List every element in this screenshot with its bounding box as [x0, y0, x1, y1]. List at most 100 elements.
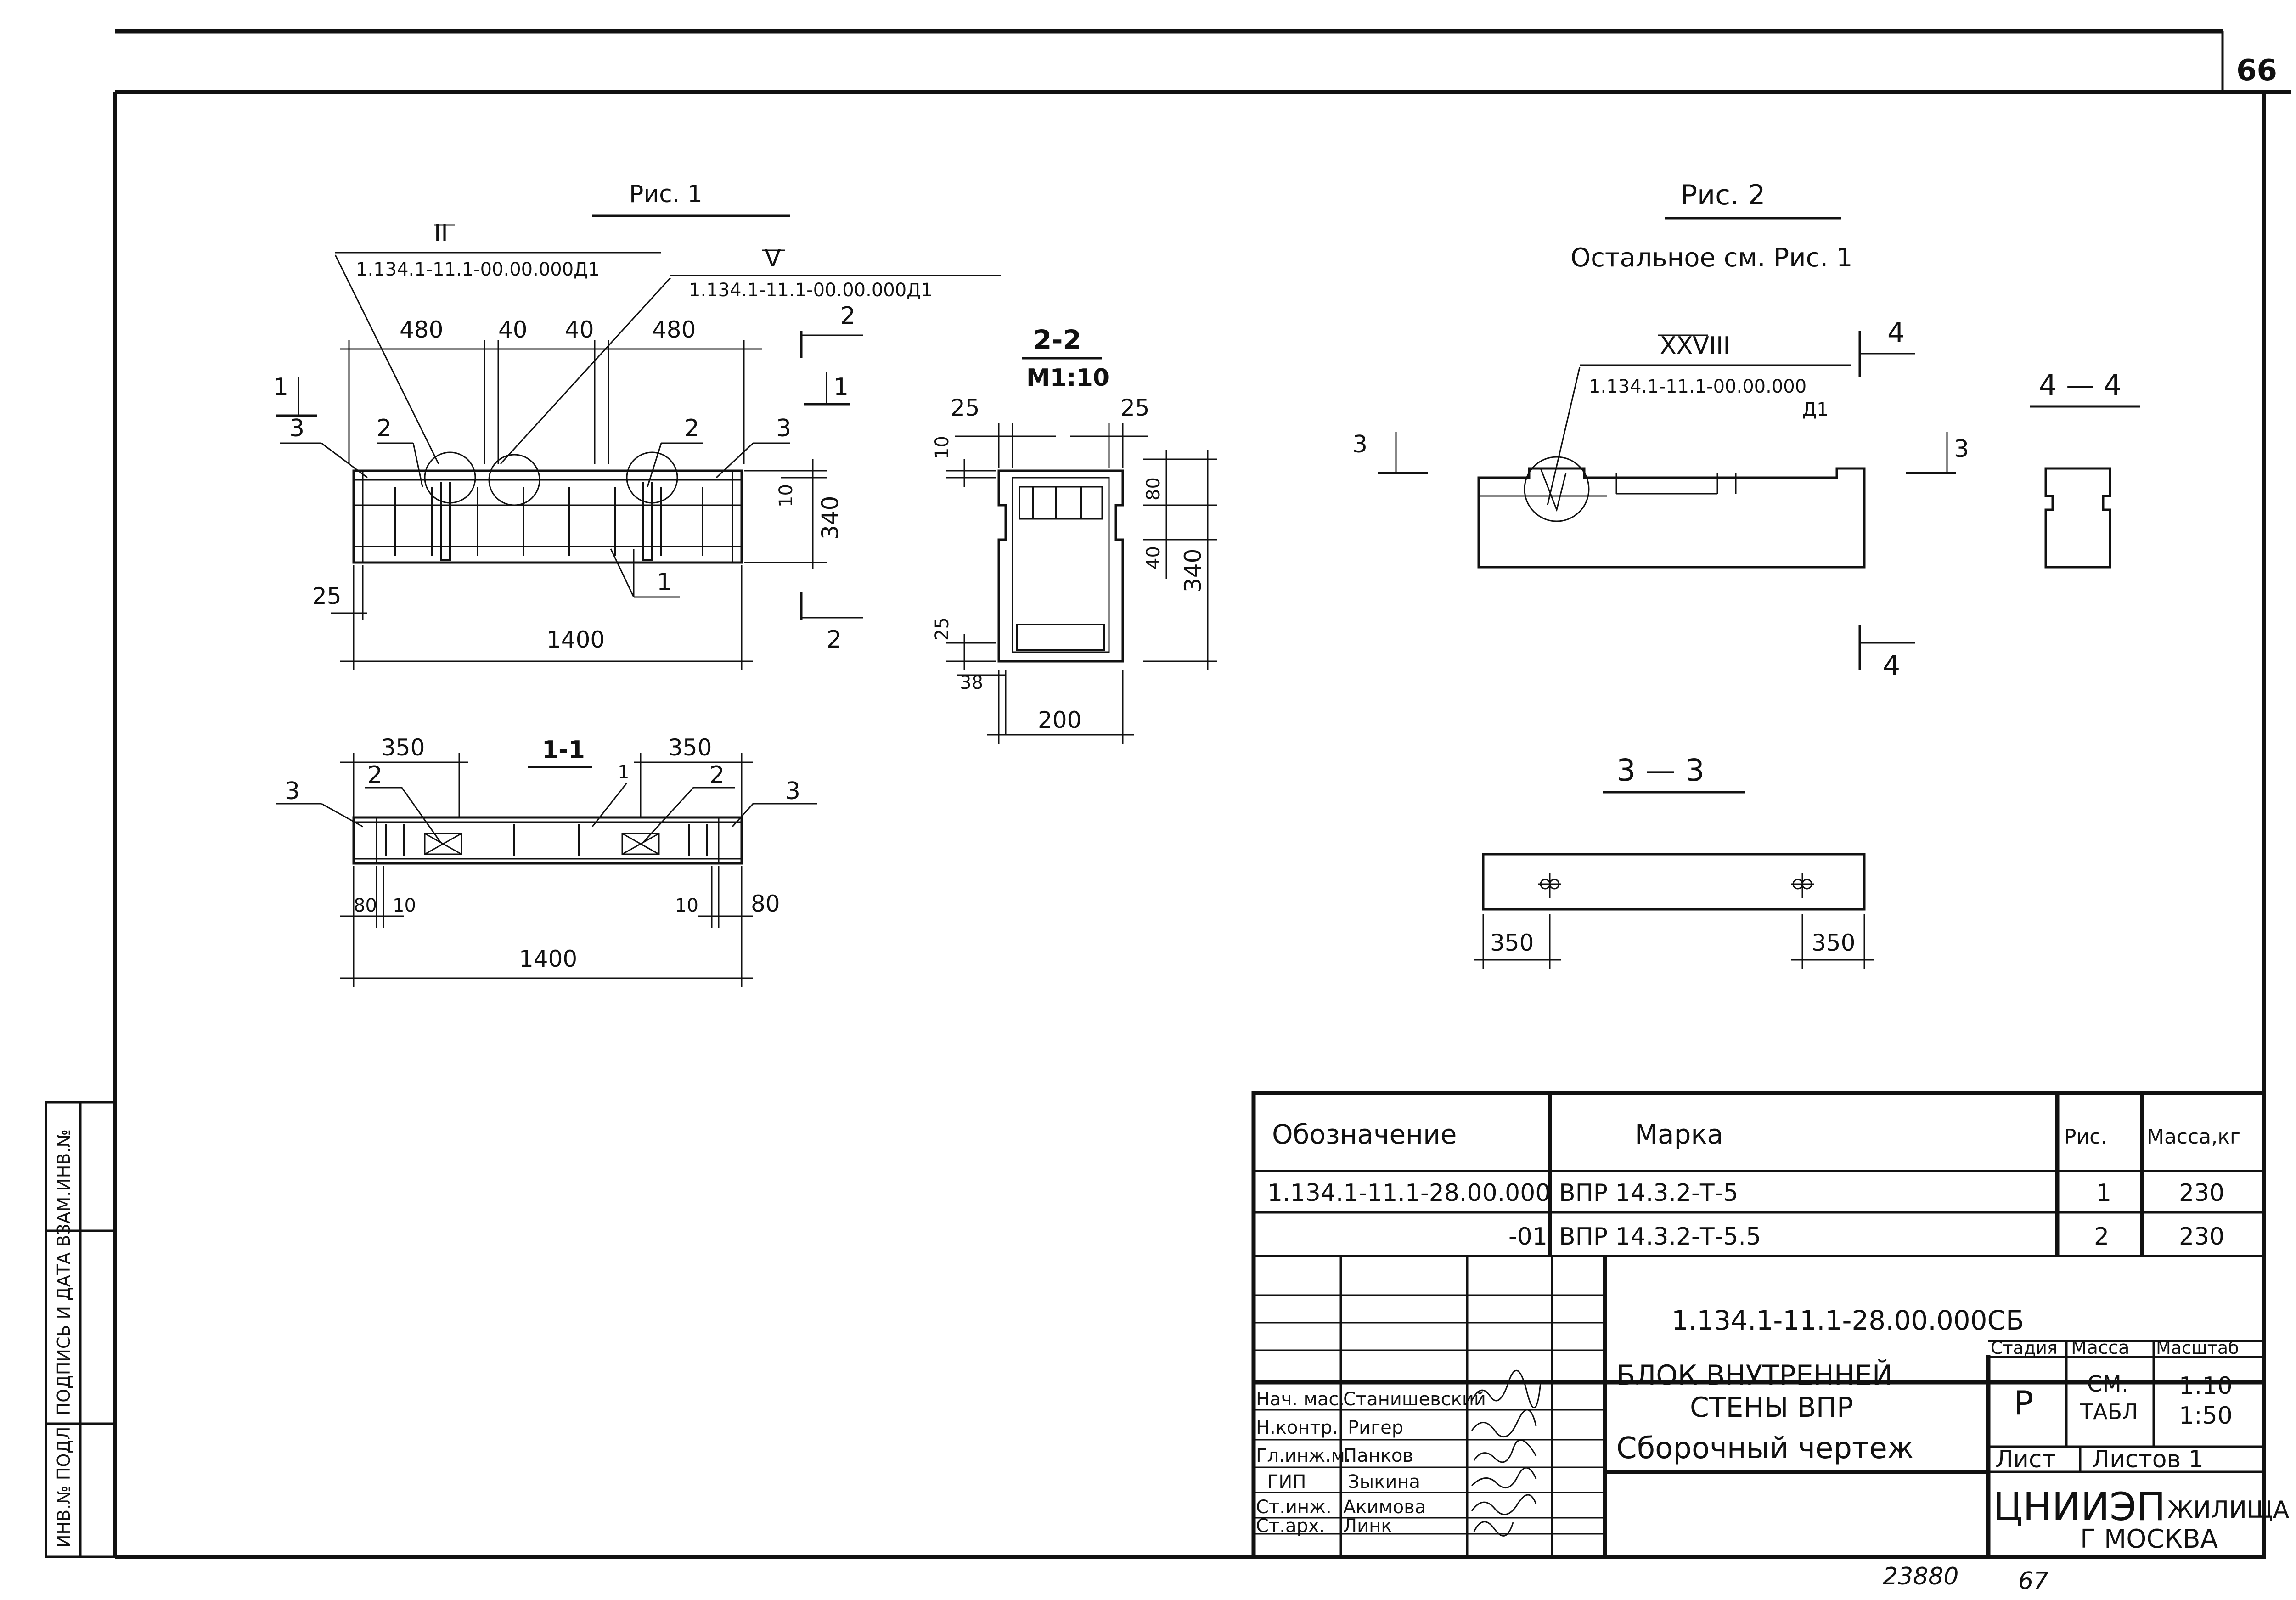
fig2-cut-marks	[1378, 331, 1956, 670]
fig1-title: Рис. 1	[629, 180, 703, 208]
section-11-pos-1: 1	[618, 762, 629, 783]
archive-number: 23880	[1883, 1563, 1958, 1590]
fig2-cut-4-bottom: 4	[1883, 650, 1900, 682]
fig2-cut-4-top: 4	[1887, 317, 1905, 349]
title-scale-value-2: 1:50	[2179, 1402, 2233, 1430]
title-block-grid	[1254, 1256, 2264, 1557]
section-11-dim-350-left: 350	[381, 734, 425, 761]
title-org-2: ЖИЛИЩА	[2167, 1496, 2290, 1524]
fig2-title: Рис. 2	[1681, 179, 1765, 211]
section-33-plan	[1474, 853, 1874, 969]
sheet-number: 66	[2236, 54, 2277, 88]
fig1-pos-3-left: 3	[289, 415, 304, 442]
section-11-dims	[340, 753, 753, 987]
signatures	[1471, 1369, 1542, 1537]
fig1-cut-marks	[276, 331, 863, 620]
section-11-title: 1-1	[542, 736, 585, 764]
title-sheets-label: Листов 1	[2092, 1446, 2204, 1473]
section-33-dim-350-left: 350	[1490, 930, 1534, 956]
title-sheet-label: Лист	[1995, 1446, 2056, 1473]
section-11-dim-80-left: 80	[354, 895, 377, 916]
staff-role-5: Ст.инж.	[1256, 1497, 1332, 1518]
section-11-dim-80-right: 80	[751, 890, 780, 917]
title-mass-label: Масса	[2071, 1337, 2130, 1358]
fig1-callout-right-roman: V	[765, 245, 781, 272]
section-11-pos-2-right: 2	[709, 761, 725, 789]
sheet-frame	[113, 29, 2291, 1559]
staff-name-4: Зыкина	[1348, 1471, 1420, 1493]
section-33-title: 3 — 3	[1616, 753, 1705, 788]
section-22-dim-340: 340	[1180, 549, 1206, 592]
title-name-line1: БЛОК ВНУТРЕННЕЙ	[1616, 1358, 1893, 1392]
staff-role-3: Гл.инж.м.	[1256, 1445, 1351, 1466]
section-22-title: 2-2	[1033, 324, 1081, 355]
fig2-block-elevation	[1477, 456, 1866, 569]
section-11-pos-2-left: 2	[367, 761, 383, 789]
fig1-dim-40-right: 40	[565, 316, 594, 343]
fig1-cut-1-left: 1	[273, 373, 288, 401]
section-11-pos-3-left: 3	[285, 777, 300, 805]
fig1-cut-1-right: 1	[833, 373, 849, 401]
spec-header-mark: Марка	[1635, 1119, 1723, 1150]
section-22-dim-200: 200	[1038, 707, 1081, 733]
title-scale-label: Масштаб	[2156, 1338, 2239, 1358]
fig1-pos-2-right: 2	[684, 415, 699, 442]
section-22-dim-10: 10	[932, 436, 953, 459]
staff-name-2: Ригер	[1348, 1417, 1403, 1438]
title-mass-value-1: СМ.	[2087, 1371, 2128, 1397]
fig1-pos-3-right: 3	[776, 415, 791, 442]
spec-row1-fig: 1	[2096, 1179, 2111, 1207]
staff-name-1: Станишевский	[1343, 1389, 1486, 1410]
fig1-callout-left-ref: 1.134.1-11.1-00.00.000Д1	[356, 259, 600, 280]
fig1-side-dims	[331, 459, 827, 670]
fig1-pos-2-left: 2	[377, 415, 392, 442]
section-22-dim-25-right: 25	[1120, 394, 1150, 421]
title-stage-label: Стадия	[1991, 1338, 2058, 1358]
section-22-dim-25-left: 25	[951, 394, 980, 421]
binding-stamp-text: ИНВ.№ ПОДЛ. ПОДПИСЬ И ДАТА ВЗАМ.ИНВ.№	[54, 1129, 74, 1548]
spec-row2-designation: -01	[1508, 1223, 1548, 1251]
staff-name-3: Панков	[1343, 1445, 1413, 1466]
section-11-plan	[352, 816, 743, 865]
fig1-leaders	[280, 442, 790, 598]
spec-header-fig: Рис.	[2064, 1125, 2107, 1149]
fig1-cut-2-bottom: 2	[827, 626, 842, 654]
fig2-note: Остальное см. Рис. 1	[1570, 243, 1853, 273]
spec-row1-designation: 1.134.1-11.1-28.00.000	[1267, 1179, 1550, 1207]
title-mass-value-2: ТАБЛ	[2080, 1399, 2138, 1424]
title-org-1: ЦНИИЭП	[1993, 1484, 2166, 1529]
section-44-profile	[2044, 467, 2111, 569]
spec-row2-mark: ВПР 14.3.2-Т-5.5	[1559, 1223, 1761, 1251]
fig2-callout-roman: XXVIII	[1660, 332, 1730, 360]
spec-row1-mark: ВПР 14.3.2-Т-5	[1559, 1179, 1738, 1207]
archive-page: 67	[2018, 1567, 2048, 1595]
fig2-callout-ref: 1.134.1-11.1-00.00.000	[1589, 376, 1806, 397]
section-11-dim-10-left: 10	[393, 895, 416, 916]
staff-role-1: Нач. мас.	[1256, 1389, 1345, 1410]
title-doc-code: 1.134.1-11.1-28.00.000СБ	[1671, 1305, 2024, 1336]
section-11-dim-350-right: 350	[668, 734, 712, 761]
staff-role-6: Ст.арх.	[1256, 1515, 1325, 1537]
fig1-block-elevation	[352, 451, 743, 564]
section-22-dims	[946, 423, 1217, 744]
fig1-dim-1400: 1400	[546, 626, 605, 653]
fig1-dim-480-right: 480	[652, 316, 696, 343]
title-org-3: Г МОСКВА	[2080, 1524, 2218, 1554]
staff-name-6: Линк	[1343, 1515, 1392, 1537]
spec-row2-fig: 2	[2094, 1223, 2109, 1251]
fig2-cut-3-right: 3	[1954, 435, 1969, 463]
fig1-dim-40-left: 40	[498, 316, 528, 343]
section-33-dim-350-right: 350	[1812, 930, 1855, 956]
section-22-dim-38: 38	[960, 672, 983, 693]
section-11-dim-10-right: 10	[675, 895, 698, 916]
fig2-cut-3-left: 3	[1352, 431, 1367, 458]
spec-header-mass: Масса,кг	[2147, 1125, 2240, 1149]
fig1-callout-left-roman: II	[434, 220, 448, 247]
spec-table	[1251, 1091, 2266, 1559]
section-22-dim-40: 40	[1143, 546, 1164, 569]
section-11-pos-3-right: 3	[785, 777, 800, 805]
fig1-dim-340: 340	[817, 496, 844, 540]
title-name-line2: СТЕНЫ ВПР	[1690, 1392, 1853, 1424]
title-scale-value-1: 1:10	[2179, 1372, 2233, 1400]
